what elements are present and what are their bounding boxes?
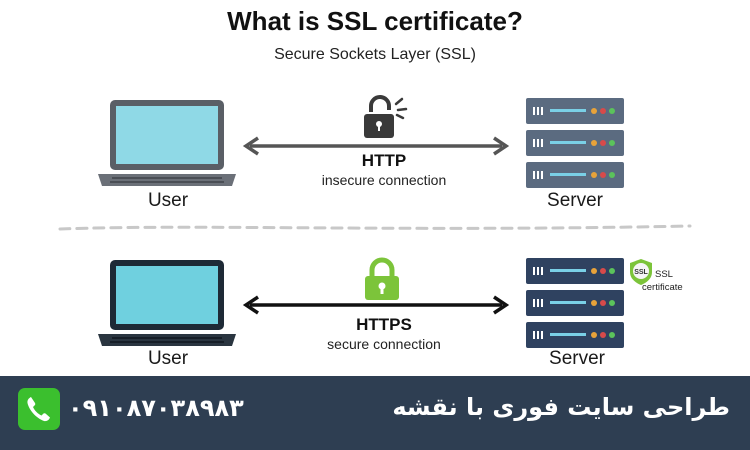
server-label-bottom: Server — [549, 348, 605, 369]
page-subtitle: Secure Sockets Layer (SSL) — [274, 46, 476, 63]
open-padlock-icon — [364, 95, 408, 138]
footer-bar — [0, 376, 750, 450]
bidirectional-arrow-bottom — [242, 295, 510, 315]
laptop-icon — [98, 100, 236, 186]
brand-text: طراحی سایت فوری با نقشه — [392, 393, 730, 421]
protocol-label-bottom: HTTPS — [356, 315, 412, 334]
connection-description-bottom: secure connection — [327, 336, 441, 352]
user-label-bottom: User — [147, 348, 189, 369]
closed-padlock-icon — [365, 257, 399, 300]
phone-number[interactable]: ۰۹۱۰۸۷۰۳۸۹۸۳ — [68, 394, 244, 422]
ssl-badge-text: SSL — [634, 269, 648, 276]
certificate-label: SSL certificate — [642, 268, 683, 294]
certificate-label-line2: certificate — [642, 282, 683, 293]
laptop-icon — [98, 260, 236, 346]
connection-description-top: insecure connection — [321, 172, 447, 188]
dashed-divider — [58, 224, 692, 231]
phone-icon[interactable] — [18, 388, 60, 430]
server-rack-icon — [526, 258, 624, 348]
certificate-label-line1: SSL — [655, 269, 673, 280]
ssl-badge-icon: SSL — [630, 259, 652, 285]
protocol-label-top: HTTP — [361, 151, 407, 170]
server-rack-icon — [526, 98, 624, 188]
page-title: What is SSL certificate? — [227, 6, 523, 36]
server-label-top: Server — [547, 190, 603, 211]
user-label-top: User — [147, 190, 189, 211]
bidirectional-arrow-top — [242, 136, 510, 156]
